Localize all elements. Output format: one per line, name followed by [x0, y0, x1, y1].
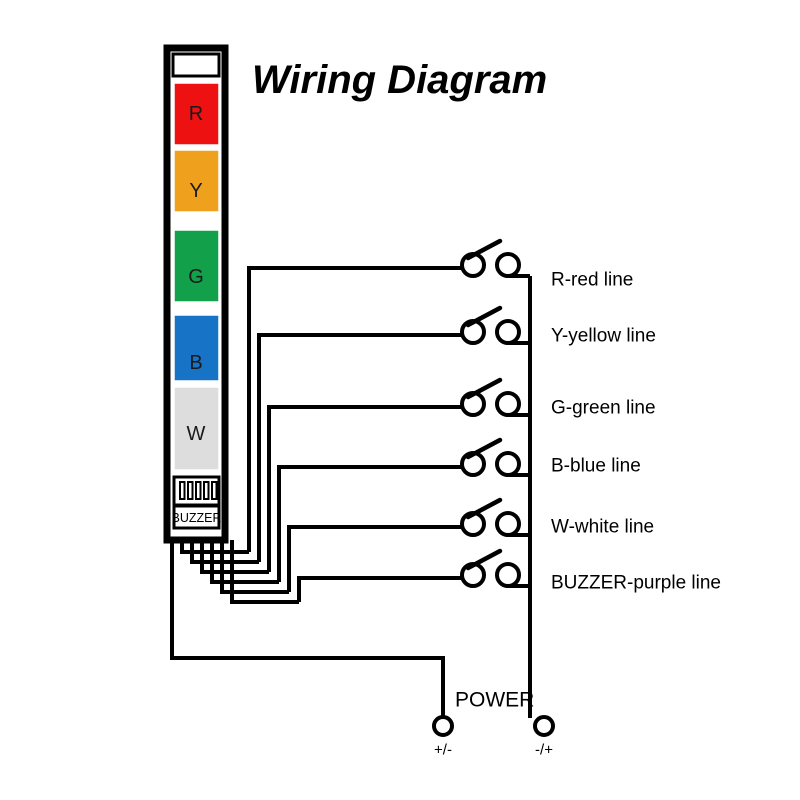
tower-segment-white-label: W	[187, 423, 206, 445]
switch-green-right-terminal[interactable]	[495, 391, 521, 417]
switch-buzzer-right-terminal[interactable]	[495, 562, 521, 588]
wire-blue-leg	[210, 540, 279, 584]
buzzer-label-box	[172, 504, 221, 530]
power-terminal-right[interactable]	[533, 715, 555, 737]
wire-red-leg	[180, 540, 249, 554]
switch-blue[interactable]	[460, 437, 530, 477]
wire-red	[247, 266, 466, 552]
wire-power-common	[170, 540, 445, 718]
switch-red[interactable]	[460, 238, 530, 278]
switch-yellow-lever[interactable]	[465, 305, 503, 328]
page-title: Wiring Diagram	[252, 58, 547, 102]
tower-segment-yellow-label: Y	[189, 180, 202, 202]
line-label-white: W-white line	[551, 517, 654, 538]
wire-green-leg	[200, 540, 269, 574]
power-terminal-right-label: -/+	[535, 742, 553, 759]
tower-cap	[171, 52, 221, 78]
tower-segment-yellow	[173, 149, 220, 213]
power-terminal-left[interactable]	[432, 715, 454, 737]
wire-yellow-leg	[190, 540, 259, 564]
switch-red-right-terminal[interactable]	[495, 252, 521, 278]
wire-yellow	[257, 333, 466, 562]
signal-tower-light: R Y G B W BUZZER	[163, 44, 229, 544]
wire-blue	[277, 465, 466, 582]
switch-green-lever[interactable]	[465, 377, 503, 400]
tower-segment-green-label: G	[188, 266, 204, 288]
tower-segment-blue	[173, 314, 220, 382]
tower-segment-red-label: R	[189, 103, 203, 125]
line-label-buzzer: BUZZER-purple line	[551, 573, 721, 594]
buzzer-slats	[179, 481, 218, 500]
switch-white-lever[interactable]	[465, 497, 503, 520]
buzzer-label: BUZZER	[172, 511, 222, 525]
switch-blue-lever[interactable]	[465, 437, 503, 460]
switch-yellow[interactable]	[460, 305, 530, 345]
line-label-blue: B-blue line	[551, 456, 641, 477]
switch-blue-right-terminal[interactable]	[495, 451, 521, 477]
switch-buzzer-lever[interactable]	[465, 548, 503, 571]
tower-segment-white	[173, 386, 220, 471]
switch-green[interactable]	[460, 377, 530, 417]
switch-yellow-right-terminal[interactable]	[495, 319, 521, 345]
wire-green	[267, 405, 466, 572]
switch-white-right-terminal[interactable]	[495, 511, 521, 537]
switch-white[interactable]	[460, 497, 530, 537]
power-label: POWER	[455, 689, 534, 712]
line-label-red: R-red line	[551, 270, 633, 291]
tower-segment-green	[173, 229, 220, 303]
switch-buzzer[interactable]	[460, 548, 530, 588]
wire-white	[287, 525, 466, 592]
tower-segment-blue-label: B	[189, 352, 202, 374]
wire-buzzer	[297, 576, 466, 602]
switch-red-lever[interactable]	[465, 238, 503, 261]
power-terminal-left-label: +/-	[434, 742, 452, 759]
wire-white-leg	[220, 540, 289, 594]
tower-segment-red	[173, 82, 220, 146]
line-label-yellow: Y-yellow line	[551, 326, 656, 347]
wire-buzzer-leg	[230, 540, 299, 604]
line-label-green: G-green line	[551, 398, 656, 419]
